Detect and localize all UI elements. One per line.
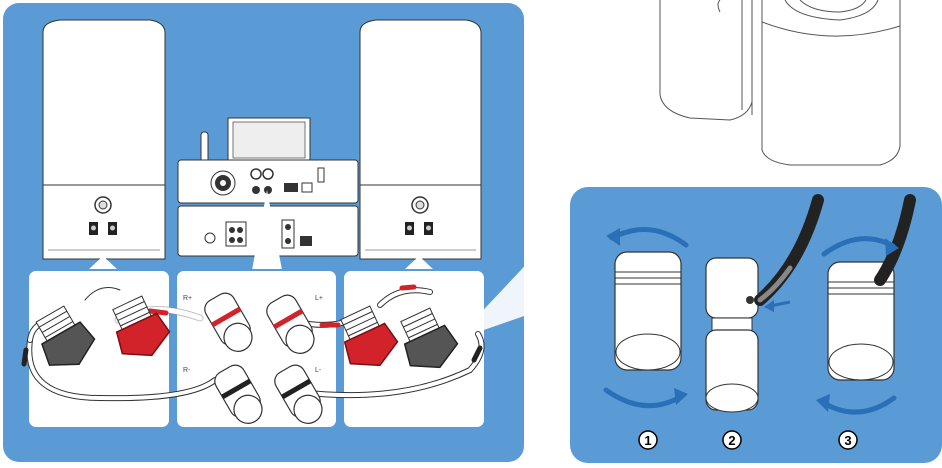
label-r-minus: R- — [183, 367, 191, 374]
cooling-fan-icon — [211, 171, 235, 195]
svg-text:2: 2 — [728, 433, 735, 448]
label-l-minus: L- — [315, 367, 322, 374]
speaker-sketch-top-right — [660, 0, 900, 165]
step-number-2: 2 — [723, 431, 741, 449]
svg-text:1: 1 — [644, 433, 651, 448]
step-number-3: 3 — [839, 431, 857, 449]
step-2-knob-icon — [706, 258, 758, 412]
left-speaker — [43, 20, 165, 259]
right-speaker-port-icon — [412, 197, 428, 213]
right-speaker — [360, 20, 481, 259]
svg-text:3: 3 — [844, 433, 851, 448]
left-speaker-port-icon — [95, 197, 111, 213]
step-1-knob-icon — [615, 252, 681, 370]
label-r-plus: R+ — [183, 295, 192, 302]
step-number-1: 1 — [639, 431, 657, 449]
label-l-plus: L+ — [315, 295, 323, 302]
